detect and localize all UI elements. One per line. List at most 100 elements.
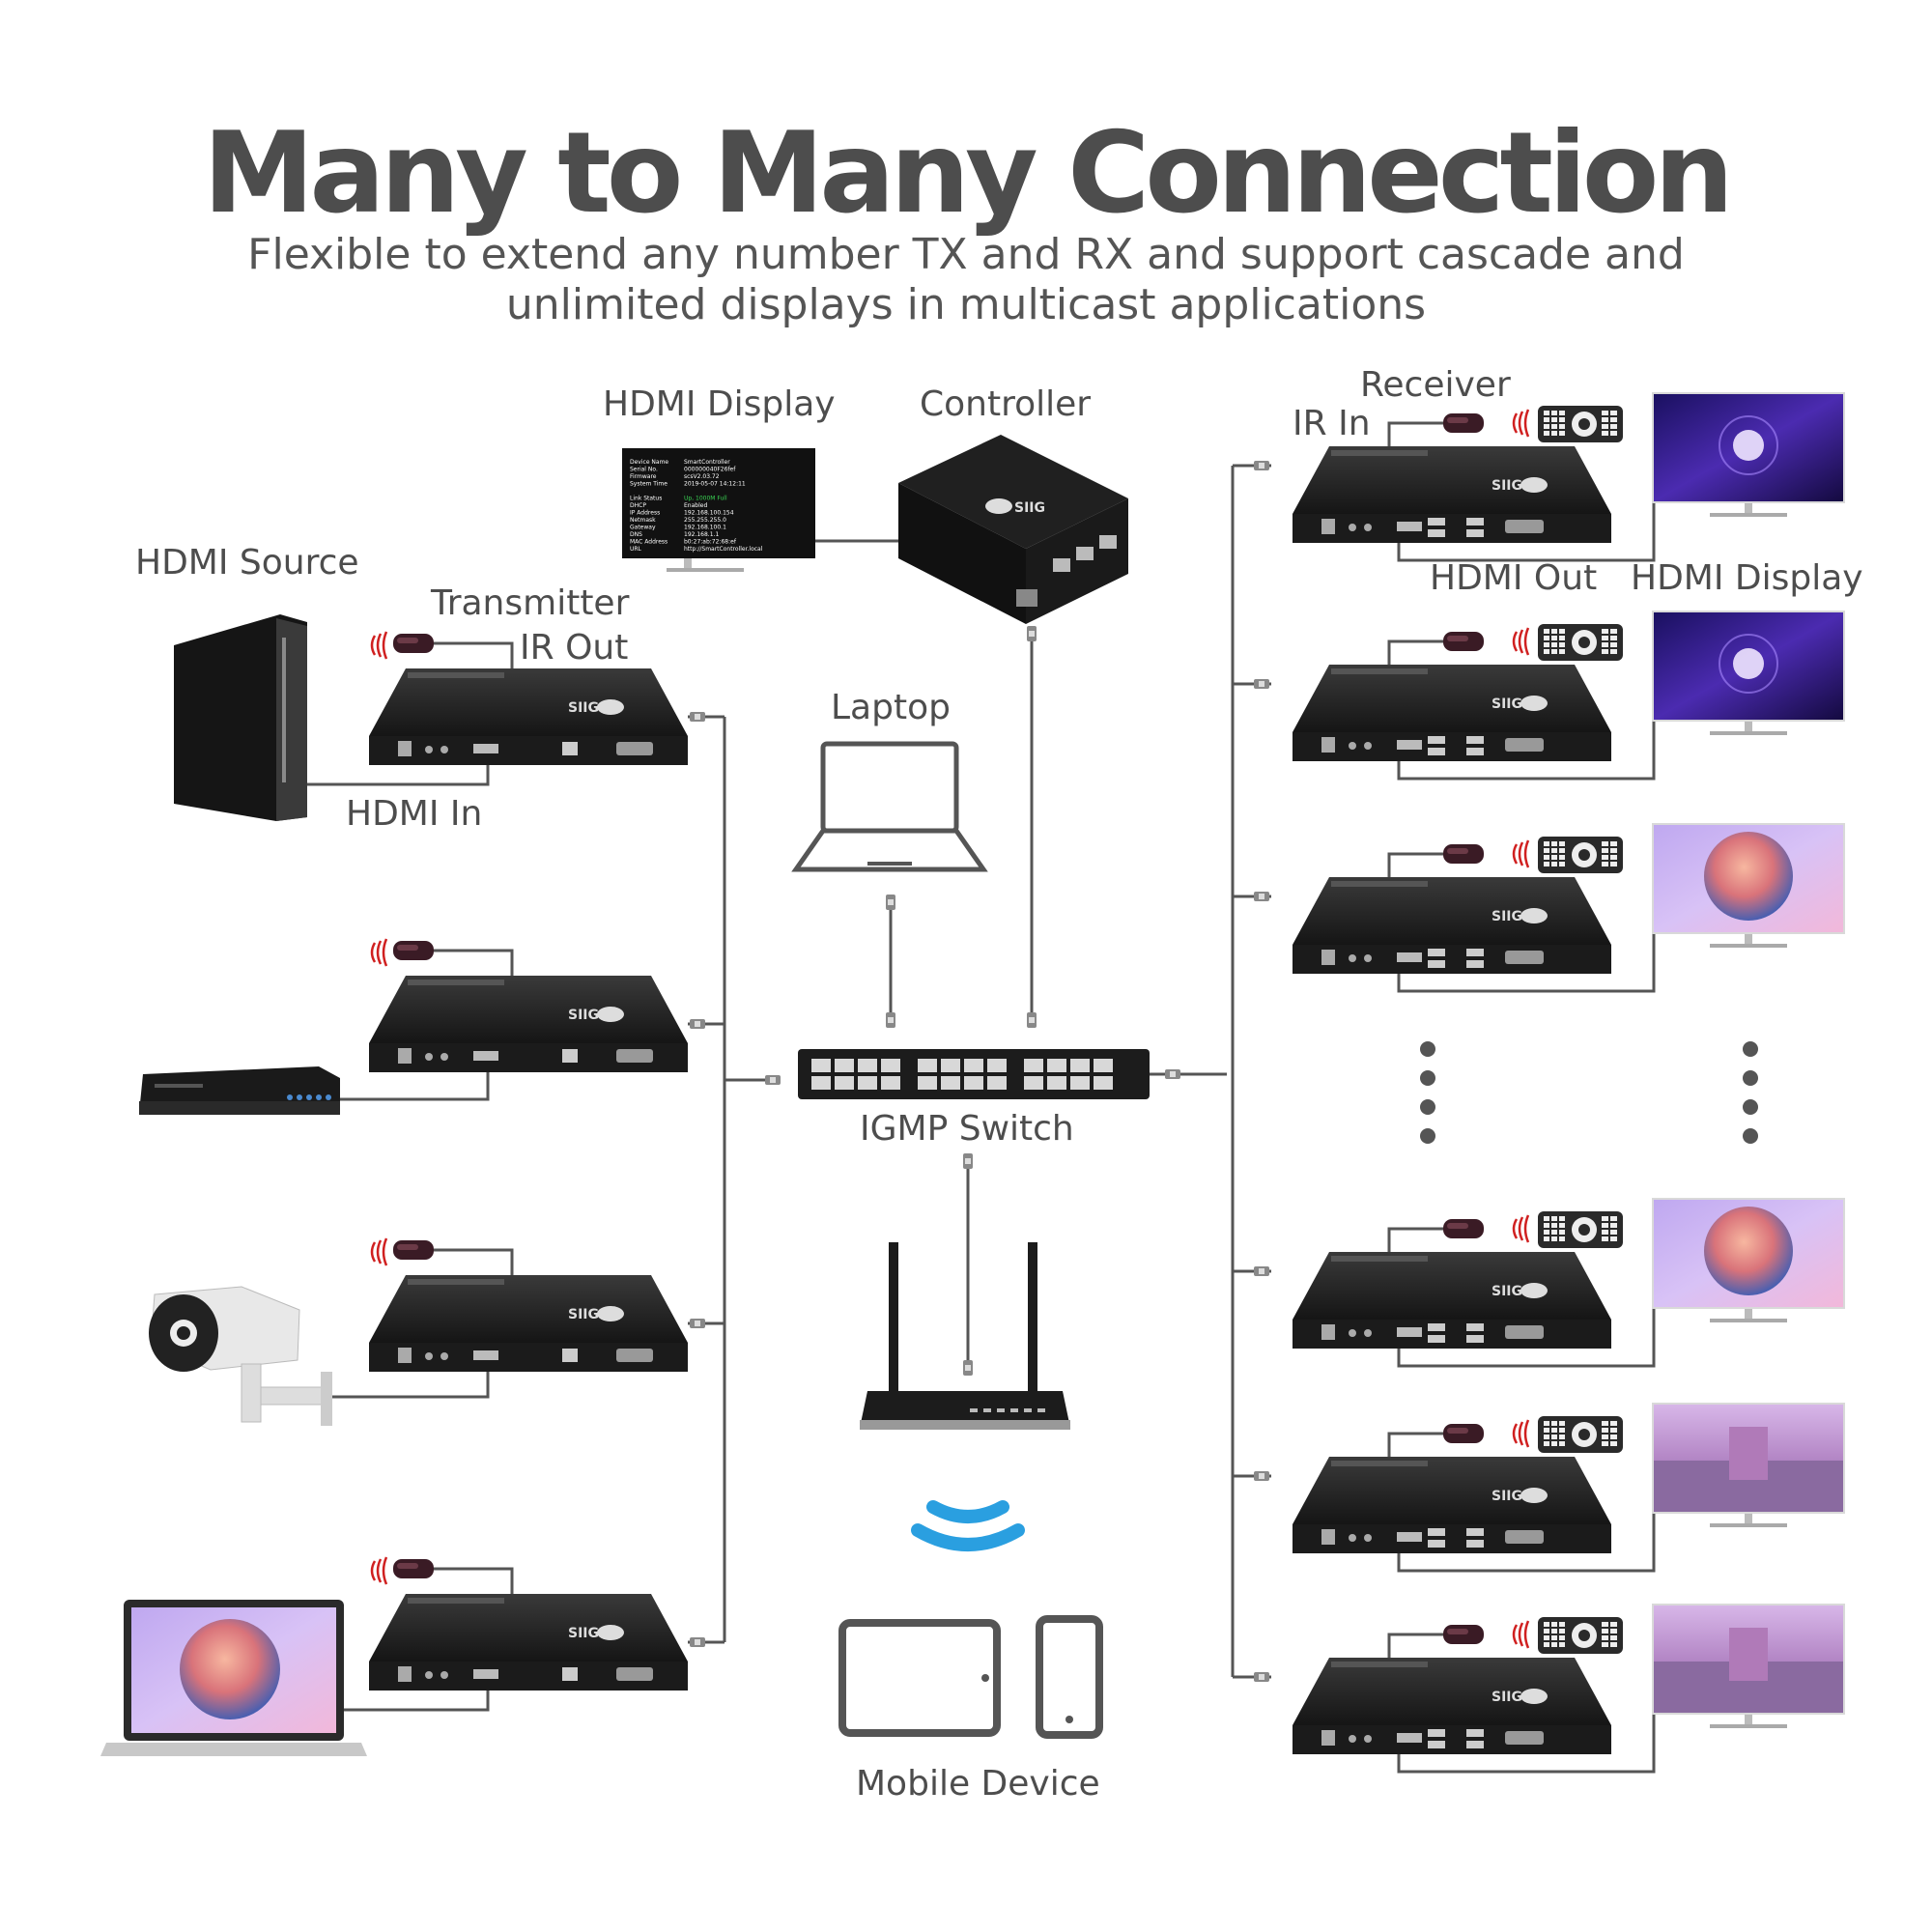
ir-emitter-icon — [393, 941, 434, 960]
label-hdmi-display-right: HDMI Display — [1631, 558, 1863, 598]
ir-cable — [1387, 639, 1443, 665]
ethernet-plug-icon — [1165, 1069, 1180, 1079]
svg-text:SIIG: SIIG — [568, 1008, 599, 1023]
svg-text:SIIG: SIIG — [1014, 500, 1045, 516]
hdmi-cable — [1397, 495, 1656, 562]
transmitter-icon: SIIG — [369, 1594, 688, 1690]
ir-signal-icon — [370, 631, 388, 660]
label-hdmi-display-top: HDMI Display — [603, 384, 836, 424]
svg-text:SIIG: SIIG — [1492, 909, 1522, 924]
monitor-icon — [1652, 823, 1845, 948]
hdmi-cable — [332, 1372, 490, 1399]
ethernet-plug-icon — [1254, 679, 1269, 689]
display-key: DHCP — [630, 502, 646, 509]
ellipsis-dot — [1743, 1099, 1758, 1115]
ir-receiver-icon — [1443, 413, 1484, 433]
hdmi-cable — [1397, 1505, 1656, 1573]
label-mobile-device: Mobile Device — [856, 1764, 1100, 1804]
svg-text:SIIG: SIIG — [1492, 1690, 1522, 1705]
display-value: 192.168.1.1 — [684, 531, 719, 538]
page-subtitle: Flexible to extend any number TX and RX … — [247, 230, 1685, 329]
display-key: Netmask — [630, 517, 656, 524]
hdmi-cable — [340, 1072, 490, 1101]
ethernet-plug-icon — [1027, 626, 1037, 641]
ir-signal-icon — [370, 1237, 388, 1266]
page-title: Many to Many Connection — [202, 108, 1734, 239]
display-value: 000000040F26fef — [684, 467, 736, 473]
ethernet-plug-icon — [963, 1360, 973, 1376]
ellipsis-dot — [1420, 1070, 1435, 1086]
ir-cable — [1387, 421, 1443, 446]
hdmi-cable — [1397, 713, 1656, 781]
ir-signal-icon — [1512, 409, 1530, 438]
ir-receiver-icon — [1443, 632, 1484, 651]
remote-control-icon — [1538, 1617, 1623, 1654]
ethernet-plug-icon — [1254, 892, 1269, 901]
ethernet-plug-icon — [1254, 1471, 1269, 1481]
display-key: Gateway — [630, 525, 656, 531]
ellipsis-dot — [1743, 1070, 1758, 1086]
transmitter-icon: SIIG — [369, 1275, 688, 1372]
ir-emitter-icon — [393, 1240, 434, 1260]
hdmi-cable — [307, 763, 490, 786]
ir-cable — [1387, 1633, 1443, 1658]
ethernet-plug-icon — [963, 1153, 973, 1169]
label-ir-out: IR Out — [520, 628, 629, 668]
monitor-icon — [1652, 1198, 1845, 1322]
ellipsis-dot — [1420, 1041, 1435, 1057]
svg-text:SIIG: SIIG — [568, 700, 599, 716]
svg-text:SIIG: SIIG — [568, 1626, 599, 1641]
ir-cable — [434, 1567, 514, 1594]
ir-receiver-icon — [1443, 1625, 1484, 1644]
remote-control-icon — [1538, 1211, 1623, 1248]
ethernet-plug-icon — [690, 712, 705, 722]
receiver-icon: SIIG — [1293, 1658, 1611, 1754]
label-laptop: Laptop — [831, 688, 951, 727]
remote-control-icon — [1538, 406, 1623, 442]
ir-receiver-icon — [1443, 1219, 1484, 1238]
laptop-outline-icon — [791, 741, 988, 872]
laptop-source-icon — [100, 1600, 367, 1756]
ethernet-plug-icon — [765, 1075, 781, 1085]
svg-text:SIIG: SIIG — [1492, 696, 1522, 712]
ethernet-plug-icon — [1254, 461, 1269, 470]
network-switch-icon — [798, 1049, 1150, 1099]
display-value: Enabled — [684, 502, 707, 509]
display-key: Device Name — [630, 459, 668, 466]
display-value: 2019-05-07 14:12:11 — [684, 481, 746, 488]
display-value: http://SmartController.local — [684, 546, 763, 553]
display-key: URL — [630, 546, 642, 553]
ethernet-plug-icon — [1254, 1266, 1269, 1276]
ir-receiver-icon — [1443, 844, 1484, 864]
label-transmitter: Transmitter — [431, 583, 630, 623]
ir-receiver-icon — [1443, 1424, 1484, 1443]
display-key: System Time — [630, 481, 668, 488]
receiver-icon: SIIG — [1293, 665, 1611, 761]
monitor-icon — [1652, 392, 1845, 517]
display-value: 192.168.100.154 — [684, 510, 734, 517]
ir-signal-icon — [1512, 627, 1530, 656]
ir-signal-icon — [1512, 1214, 1530, 1243]
display-key: Firmware — [630, 473, 657, 480]
label-hdmi-out: HDMI Out — [1430, 558, 1598, 598]
display-value: Up, 1000M Full — [684, 496, 727, 502]
router-icon — [860, 1242, 1070, 1430]
ellipsis-dot — [1420, 1128, 1435, 1144]
ethernet-plug-icon — [1027, 1012, 1037, 1028]
display-value: 255.255.255.0 — [684, 517, 726, 524]
transmitter-icon: SIIG — [369, 668, 688, 765]
label-controller: Controller — [920, 384, 1092, 424]
remote-control-icon — [1538, 1416, 1623, 1453]
ir-cable — [434, 641, 514, 668]
label-igmp-switch: IGMP Switch — [860, 1109, 1074, 1149]
transmitter-icon: SIIG — [369, 976, 688, 1072]
ir-signal-icon — [1512, 1419, 1530, 1448]
ethernet-plug-icon — [690, 1319, 705, 1328]
receiver-icon: SIIG — [1293, 1457, 1611, 1553]
ir-cable — [1387, 1432, 1443, 1457]
ir-cable — [1387, 852, 1443, 877]
hdmi-cable — [1397, 925, 1656, 993]
ethernet-plug-icon — [886, 895, 895, 910]
svg-text:SIIG: SIIG — [1492, 478, 1522, 494]
hdmi-cable — [344, 1690, 490, 1712]
